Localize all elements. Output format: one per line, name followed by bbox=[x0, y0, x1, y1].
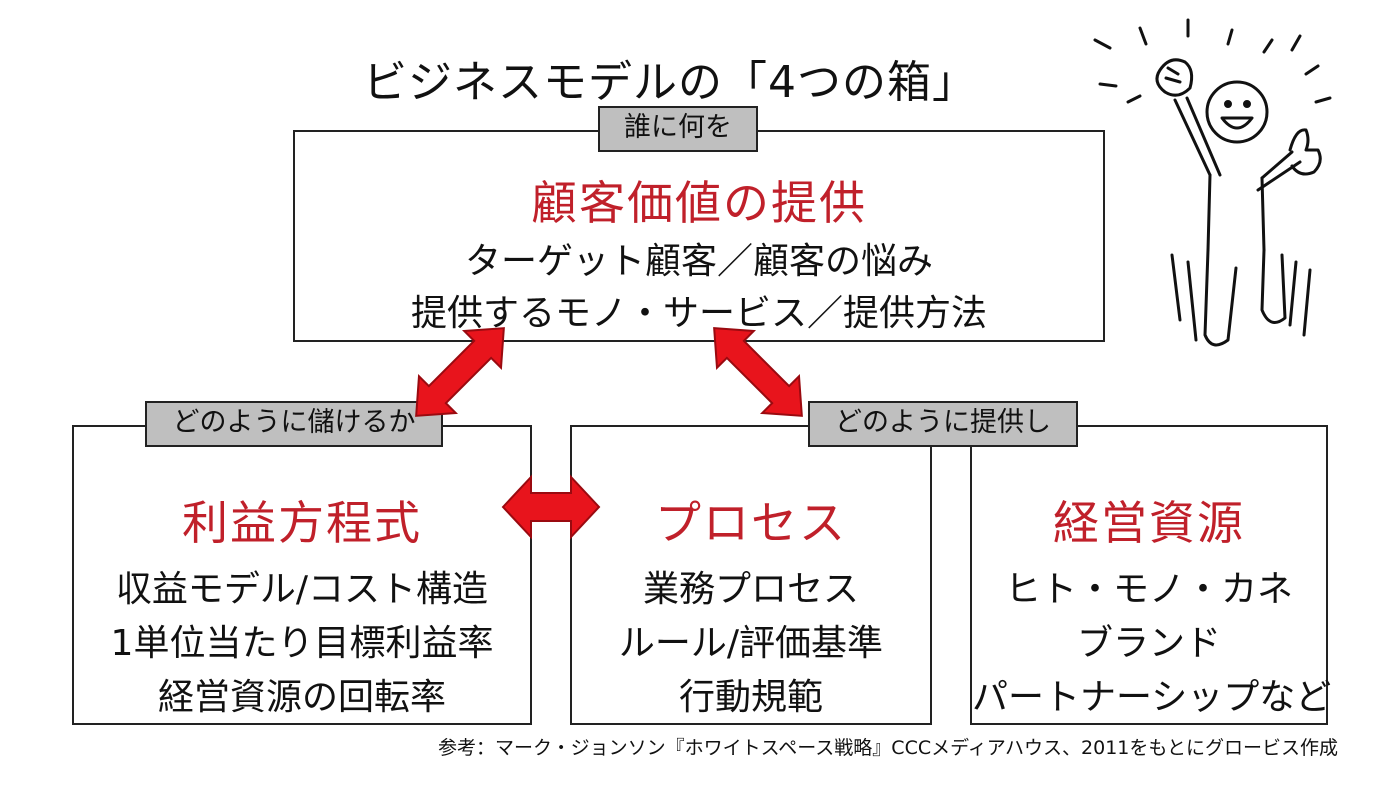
cheering-person-icon bbox=[1093, 18, 1332, 347]
resource-heading: 経営資源 bbox=[1053, 496, 1245, 550]
profit-formula-box: 利益方程式 収益モデル/コスト構造 1単位当たり目標利益率 経営資源の回転率 bbox=[72, 425, 532, 725]
profit-formula-line-3: 経営資源の回転率 bbox=[157, 677, 446, 718]
diagram-title: ビジネスモデルの「4つの箱」 bbox=[363, 57, 977, 108]
resource-line-3: パートナーシップなど bbox=[972, 677, 1332, 718]
customer-value-heading: 顧客価値の提供 bbox=[531, 176, 867, 230]
customer-value-tag: 誰に何を bbox=[598, 106, 758, 152]
profit-formula-line-2: 1単位当たり目標利益率 bbox=[110, 623, 494, 664]
process-box: プロセス 業務プロセス ルール/評価基準 行動規範 bbox=[570, 425, 932, 725]
process-line-1: 業務プロセス bbox=[642, 569, 859, 610]
resource-line-2: ブランド bbox=[1076, 623, 1221, 664]
source-caption: 参考：マーク・ジョンソン『ホワイトスペース戦略』CCCメディアハウス、2011を… bbox=[437, 737, 1338, 759]
customer-value-box: 顧客価値の提供 ターゲット顧客／顧客の悩み 提供するモノ・サービス／提供方法 bbox=[293, 130, 1105, 342]
customer-value-line-2: 提供するモノ・サービス／提供方法 bbox=[410, 293, 987, 334]
resource-box: 経営資源 ヒト・モノ・カネ ブランド パートナーシップなど bbox=[970, 425, 1332, 725]
process-heading: プロセス bbox=[655, 496, 847, 550]
profit-formula-tag: どのように儲けるか bbox=[145, 401, 443, 447]
resource-line-1: ヒト・モノ・カネ bbox=[1004, 569, 1293, 610]
double-arrow-icon bbox=[501, 474, 601, 540]
customer-value-line-1: ターゲット顧客／顧客の悩み bbox=[464, 241, 933, 282]
delivery-tag: どのように提供し bbox=[808, 401, 1078, 447]
double-arrow-icon bbox=[415, 327, 505, 417]
profit-formula-line-1: 収益モデル/コスト構造 bbox=[115, 569, 489, 610]
profit-formula-heading: 利益方程式 bbox=[182, 496, 422, 550]
double-arrow-icon bbox=[713, 327, 803, 417]
process-line-2: ルール/評価基準 bbox=[618, 623, 884, 664]
process-line-3: 行動規範 bbox=[678, 677, 823, 718]
